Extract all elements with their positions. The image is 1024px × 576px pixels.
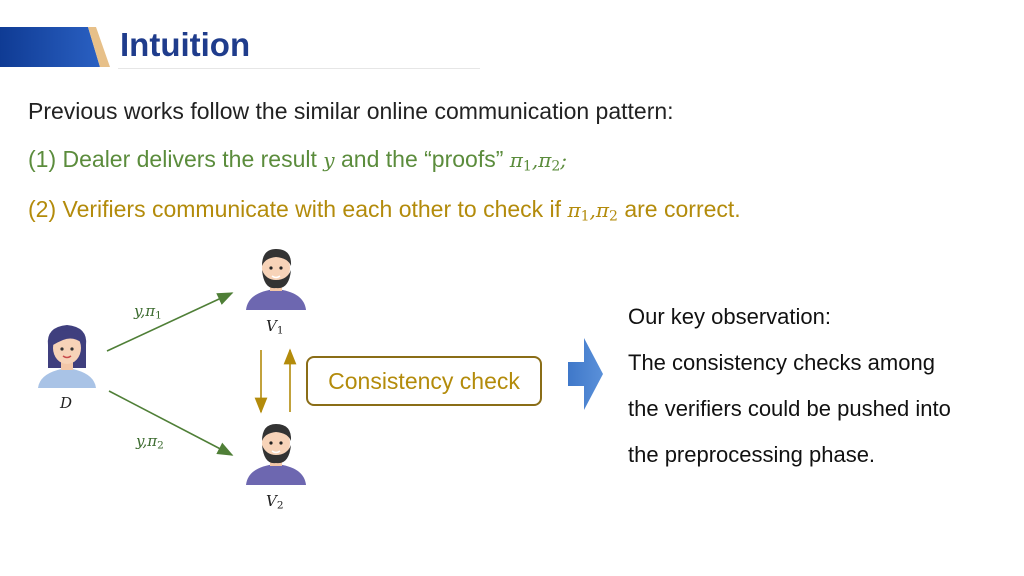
verifier-1-label: V1	[266, 317, 284, 337]
consistency-check-box: Consistency check	[306, 356, 542, 406]
page-title: Intuition	[120, 26, 251, 63]
title-divider	[118, 68, 480, 69]
intro-line: Previous works follow the similar online…	[28, 98, 674, 124]
step-1-line: (1) Dealer delivers the result y and the…	[28, 146, 568, 175]
edge-dealer-to-v2	[108, 390, 234, 456]
observation-line: the preprocessing phase.	[628, 442, 876, 467]
observation-line: the verifiers could be pushed into	[628, 396, 951, 421]
verifier-1-avatar-icon	[246, 249, 306, 310]
dealer-label: D	[60, 394, 73, 412]
step-2-line: (2) Verifiers communicate with each othe…	[28, 196, 741, 225]
observation-line: The consistency checks among	[628, 350, 935, 375]
observation-heading: Our key observation:	[628, 304, 831, 329]
edge-dealer-to-v1	[106, 292, 234, 352]
implication-arrow-icon	[568, 338, 603, 410]
edge-label-v1: y,π1	[134, 302, 162, 322]
verifier-2-avatar-icon	[246, 424, 306, 485]
dealer-avatar-icon	[38, 325, 96, 388]
title-accent-bar	[0, 27, 110, 67]
verifier-2-label: V2	[266, 492, 284, 512]
edge-label-v2: y,π2	[136, 432, 164, 452]
